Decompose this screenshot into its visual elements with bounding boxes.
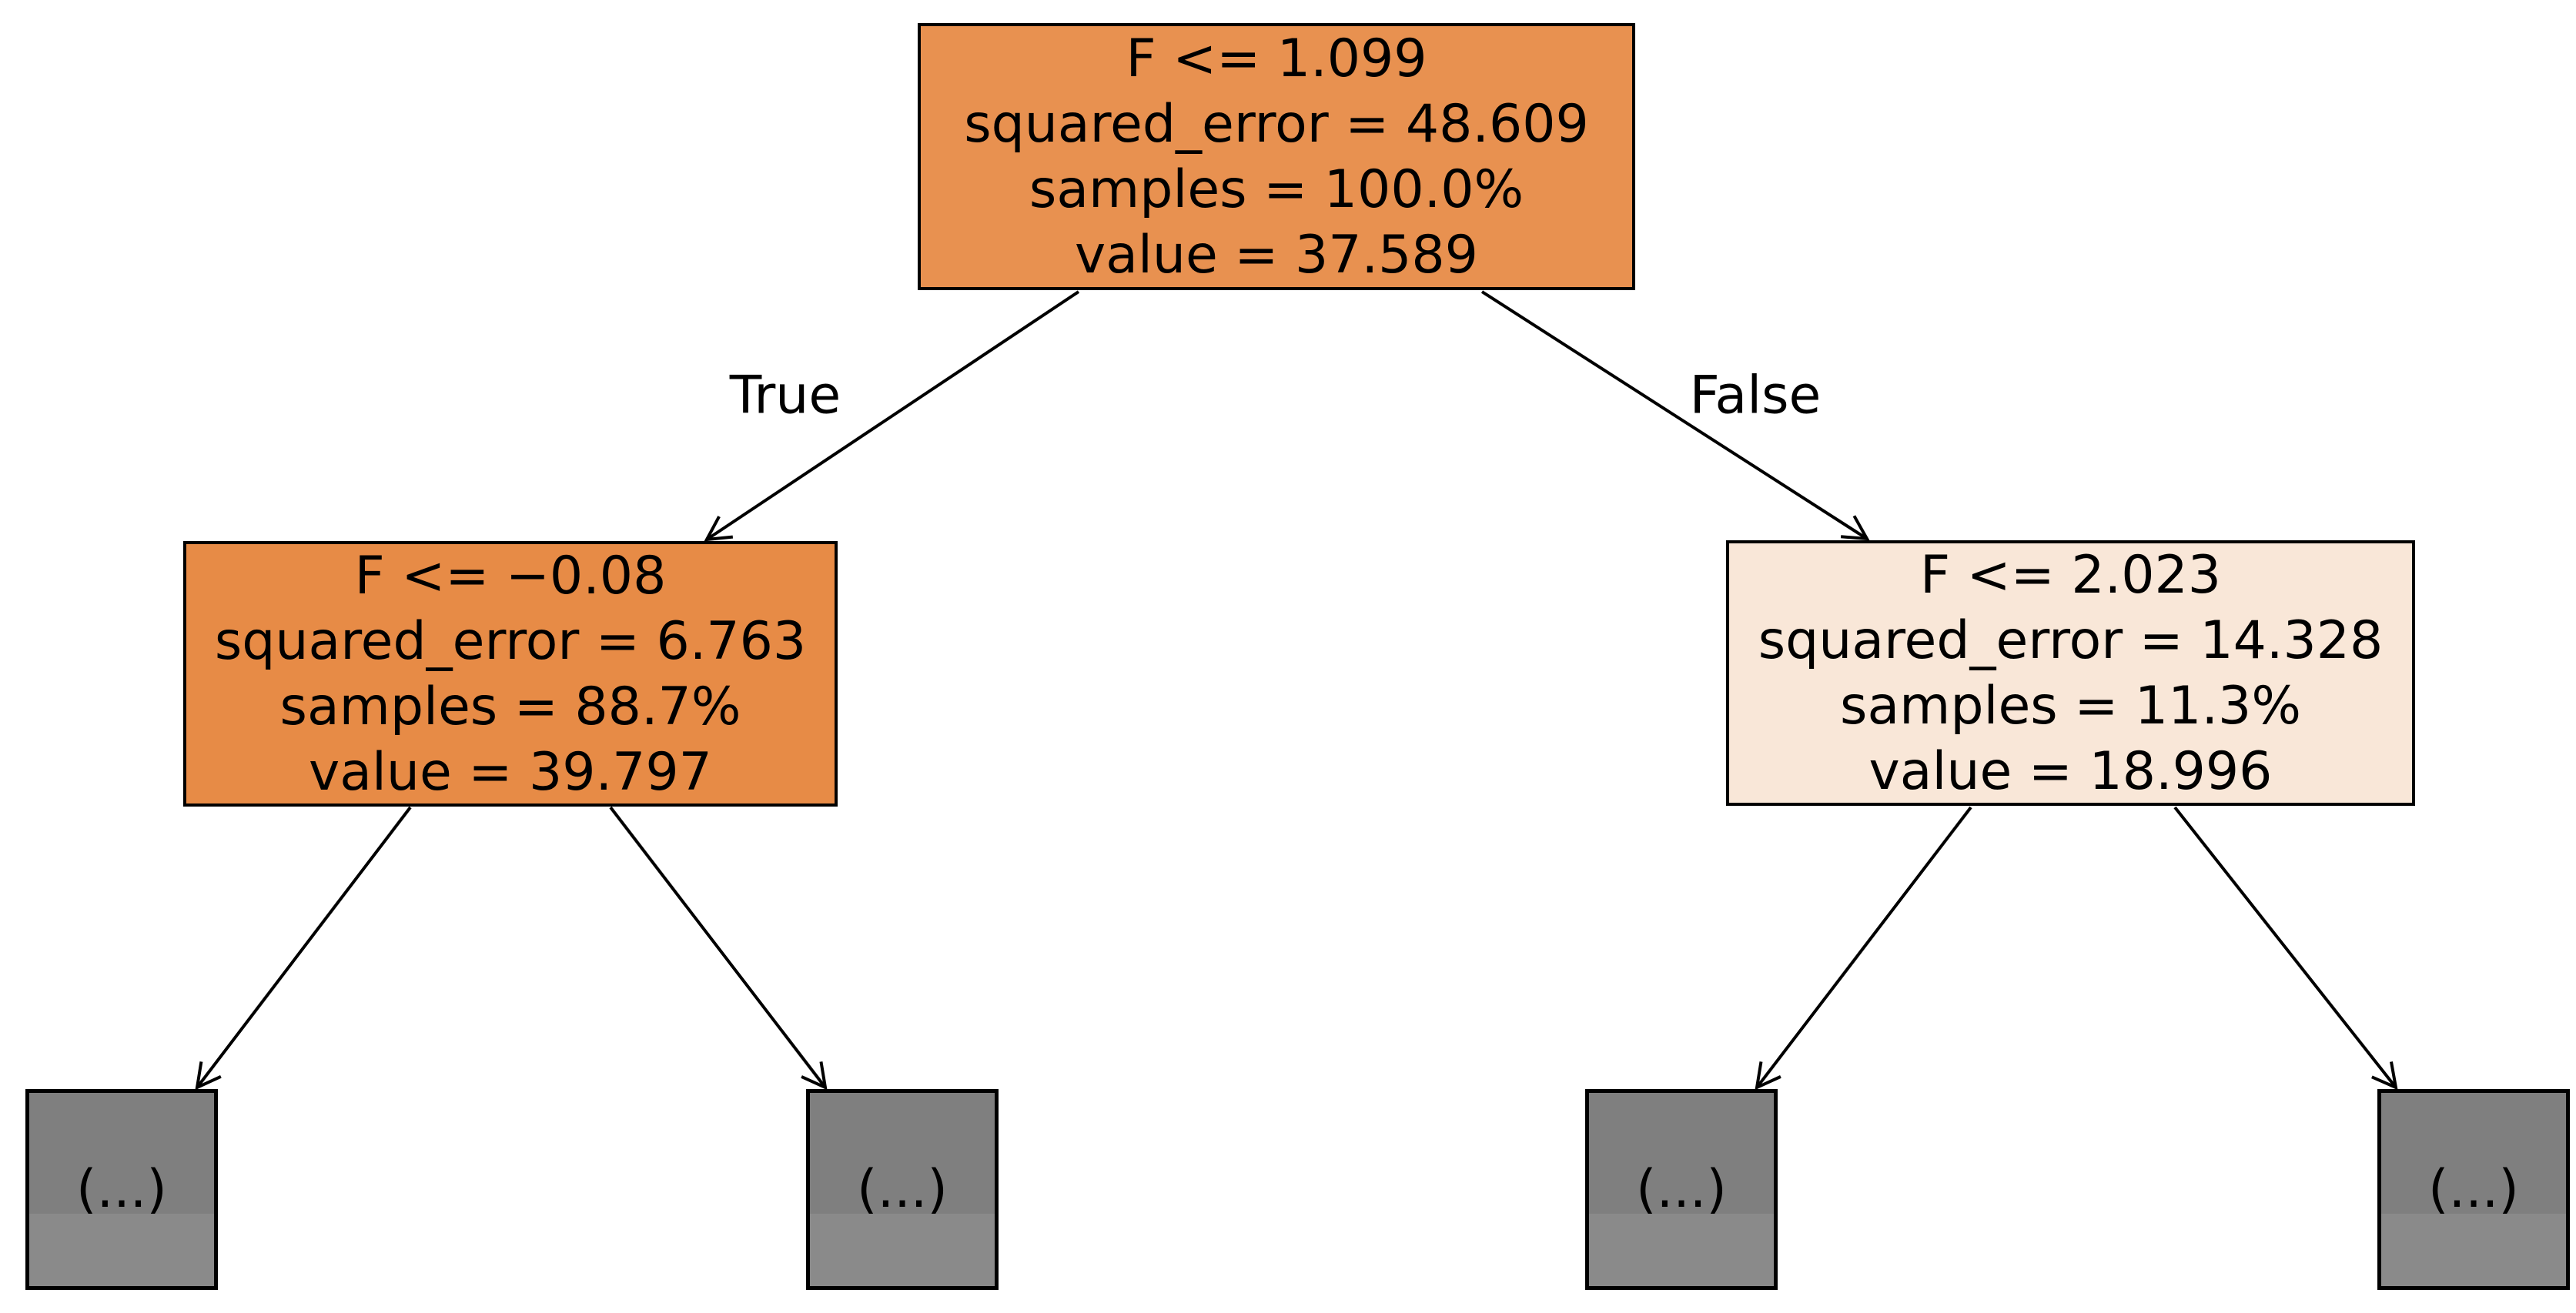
edge-right-to-leaf3 [1757, 806, 1972, 1087]
node-condition: F <= −0.08 [354, 545, 667, 606]
tree-node-root: F <= 1.099 squared_error = 48.609 sample… [918, 23, 1635, 290]
tree-node-right: F <= 2.023 squared_error = 14.328 sample… [1726, 540, 2415, 806]
node-condition: F <= 2.023 [1920, 544, 2221, 606]
edge-left-to-leaf1 [197, 806, 412, 1087]
node-squared-error: squared_error = 14.328 [1758, 610, 2384, 671]
node-condition: F <= 1.099 [1126, 28, 1427, 89]
branch-label-true: True [729, 365, 841, 426]
node-samples: samples = 11.3% [1840, 675, 2301, 737]
node-value: value = 18.996 [1868, 740, 2273, 802]
leaf-label: (...) [857, 1159, 948, 1220]
edge-left-to-leaf2 [609, 806, 825, 1087]
edge-root-to-right [1480, 290, 1867, 539]
leaf-label: (...) [2428, 1159, 2519, 1220]
node-value: value = 37.589 [1075, 224, 1478, 286]
tree-leaf-collapsed: (...) [806, 1089, 999, 1290]
edge-root-to-left [707, 290, 1080, 540]
leaf-label: (...) [1636, 1159, 1727, 1220]
tree-leaf-collapsed: (...) [2377, 1089, 2570, 1290]
node-squared-error: squared_error = 6.763 [214, 610, 807, 672]
edge-right-to-leaf4 [2173, 806, 2396, 1087]
node-samples: samples = 88.7% [279, 676, 741, 737]
node-value: value = 39.797 [309, 741, 712, 803]
tree-leaf-collapsed: (...) [1585, 1089, 1778, 1290]
tree-leaf-collapsed: (...) [25, 1089, 218, 1290]
leaf-label: (...) [76, 1159, 167, 1220]
node-squared-error: squared_error = 48.609 [964, 93, 1589, 155]
tree-node-left: F <= −0.08 squared_error = 6.763 samples… [183, 541, 838, 807]
node-samples: samples = 100.0% [1029, 159, 1524, 220]
branch-label-false: False [1689, 365, 1822, 426]
